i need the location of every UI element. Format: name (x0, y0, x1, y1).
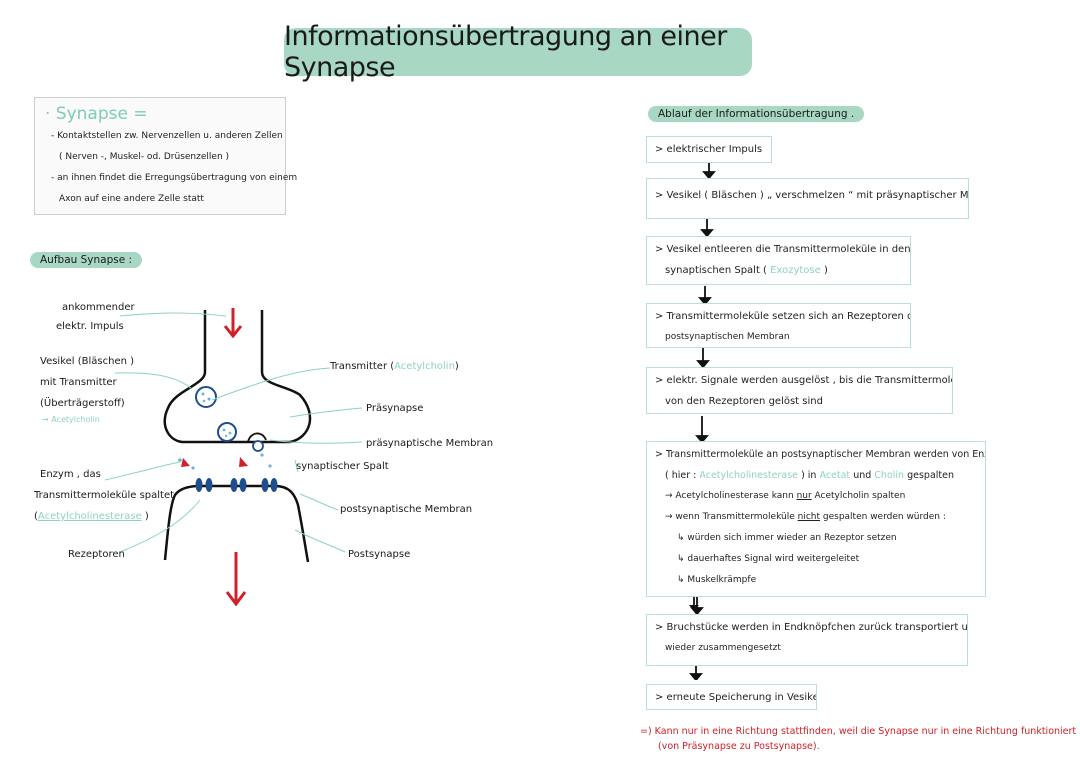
label-impuls: ankommender (62, 302, 135, 313)
step-8: > erneute Speicherung in Vesikeln (646, 684, 817, 710)
label-vesikel: mit Transmitter (40, 377, 117, 388)
receptor-icon (261, 478, 269, 492)
definition-line: - an ihnen findet die Erregungsübertragu… (51, 173, 298, 183)
receptor-icon (239, 478, 247, 492)
postsynapse-outline (163, 484, 310, 563)
impulse-arrow-in (223, 308, 243, 339)
leader-lines (104, 312, 363, 553)
conclusion: =) Kann nur in eine Richtung stattfinden… (640, 724, 1076, 754)
definition-line: Axon auf eine andere Zelle statt (59, 194, 204, 204)
synapse-diagram (104, 308, 363, 607)
step-1: > elektrischer Impuls (646, 136, 772, 163)
label-enzym: Enzym , das (40, 469, 101, 480)
label-impuls: elektr. Impuls (56, 321, 124, 332)
ablauf-heading: Ablauf der Informationsübertragung . (648, 106, 865, 122)
label-postsynapse: Postsynapse (348, 549, 411, 560)
enzyme-icon (239, 457, 248, 467)
vesicle-fusing (252, 440, 264, 452)
receptor-icon (230, 478, 238, 492)
label-enzym: (Acetylcholinesterase ) (34, 511, 149, 522)
conclusion-line: (von Präsynapse zu Postsynapse). (658, 741, 820, 752)
label-vesikel: Vesikel (Bläschen ) (40, 356, 135, 367)
step-6: > Transmittermoleküle an postsynaptische… (646, 441, 986, 597)
definition-line: - Kontaktstellen zw. Nervenzellen u. and… (51, 131, 283, 141)
aufbau-heading: Aufbau Synapse : (30, 252, 143, 268)
step-5: > elektr. Signale werden ausgelöst , bis… (646, 367, 953, 414)
step-7: > Bruchstücke werden in Endknöpfchen zur… (646, 614, 968, 666)
impulse-arrow-out (225, 552, 247, 607)
label-rezeptoren: Rezeptoren (68, 549, 125, 560)
definition-title: · Synapse = (45, 104, 148, 124)
flow-arrow (689, 595, 699, 611)
definition-box: · Synapse = - Kontaktstellen zw. Nervenz… (34, 97, 298, 215)
label-vesikel-acetylcholin: → Acetylcholin (42, 415, 100, 424)
vesicle (217, 422, 237, 442)
receptor-icon (270, 478, 278, 492)
step-4: > Transmittermoleküle setzen sich an Rez… (646, 303, 911, 348)
step-3: > Vesikel entleeren die Transmittermolek… (646, 236, 911, 285)
page-title-banner: Informationsübertragung an einer Synapse (284, 21, 752, 83)
label-spalt: synaptischer Spalt (296, 461, 389, 472)
label-postsyn-membran: postsynaptische Membran (340, 504, 473, 515)
label-transmitter: Transmitter (Acetylcholin) (330, 361, 459, 372)
fusing-vesicle-outline (247, 432, 267, 443)
enzyme-icon (181, 458, 190, 467)
definition-line: ( Nerven -, Muskel- od. Drüsenzellen ) (59, 152, 230, 162)
label-praesynapse: Präsynapse (366, 403, 424, 414)
page-title: Informationsübertragung an einer Synapse (284, 21, 727, 83)
label-praesyn-membran: präsynaptische Membran (366, 438, 494, 449)
vesicle (195, 386, 217, 408)
label-vesikel: (Überträgerstoff) (40, 398, 125, 409)
label-enzym: Transmittermoleküle spaltet (34, 490, 175, 501)
receptor-icon (195, 478, 203, 492)
step-2: > Vesikel ( Bläschen ) „ verschmelzen “ … (646, 178, 969, 219)
conclusion-line: =) Kann nur in eine Richtung stattfinden… (640, 726, 1077, 737)
receptor-icon (205, 478, 213, 492)
